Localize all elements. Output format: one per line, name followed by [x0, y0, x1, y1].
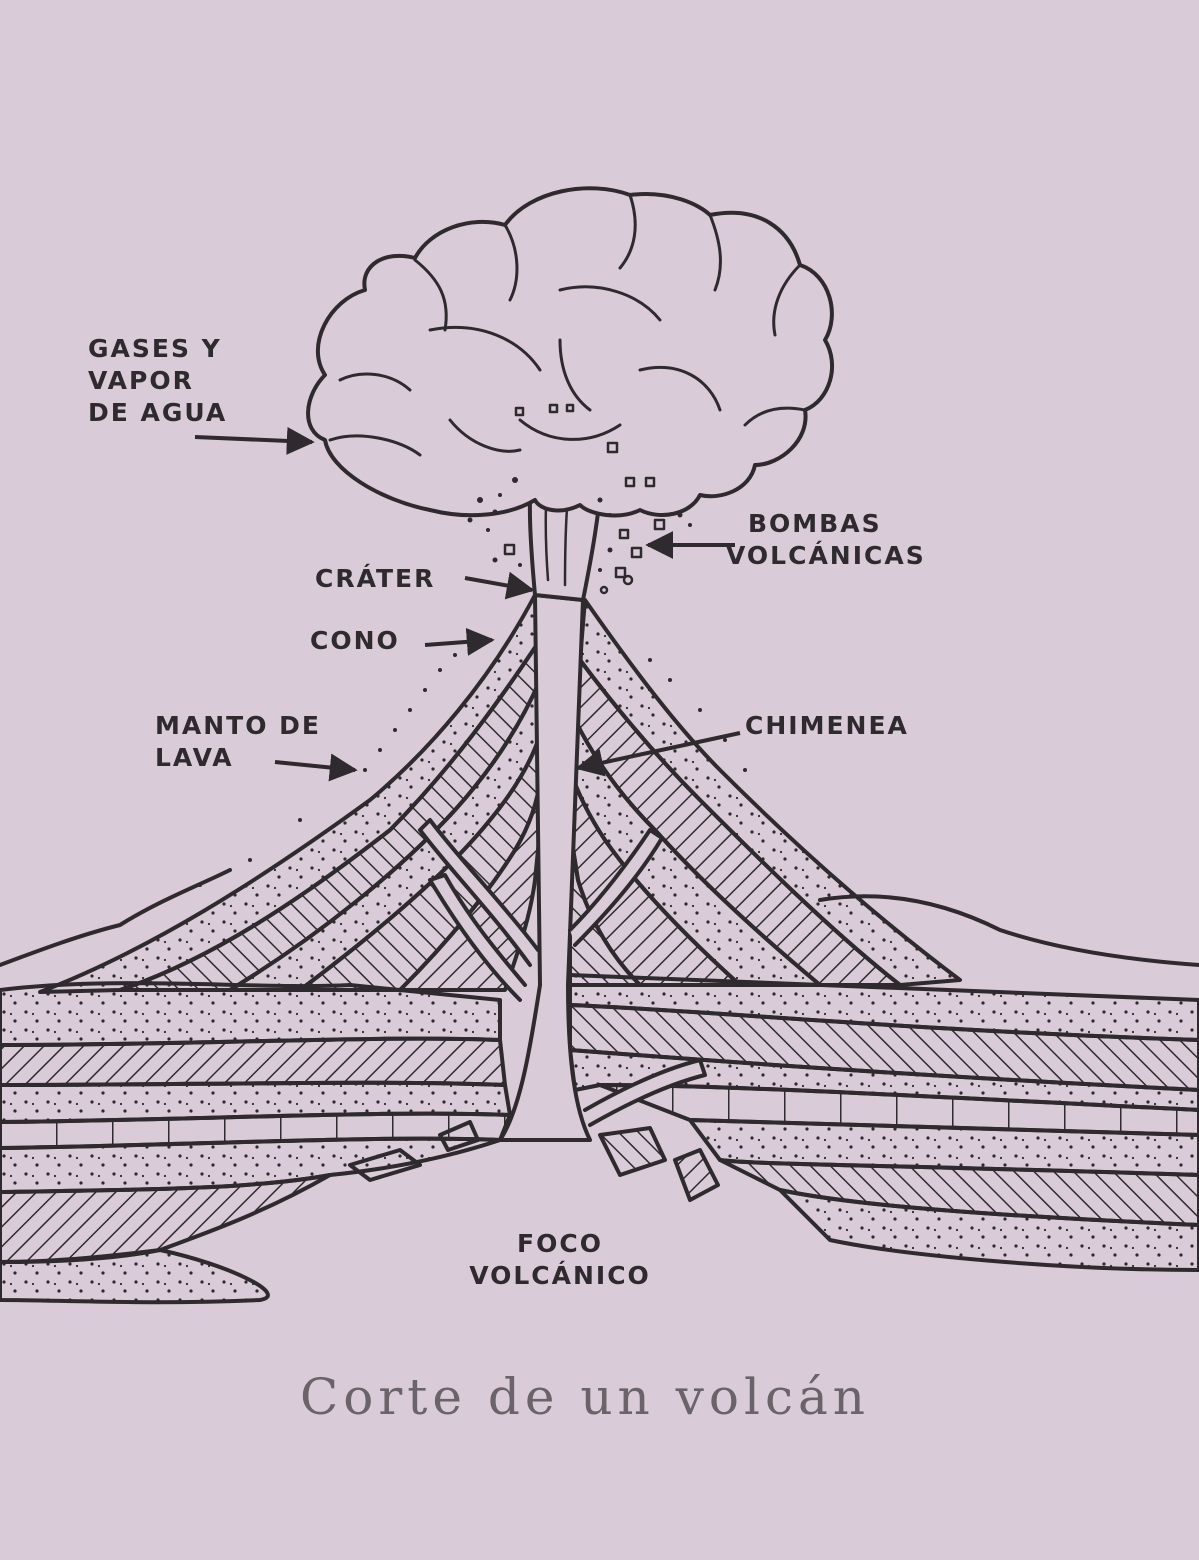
label-bombas-line-1: BOMBAS: [748, 509, 882, 538]
chimney: [498, 593, 592, 1142]
arrow-gases: [194, 426, 315, 455]
stratum-left-2: [0, 1036, 507, 1087]
cloud-curl-4: [503, 223, 519, 302]
label-chimenea: CHIMENEA: [745, 711, 909, 740]
branch-right-lower: [583, 1058, 707, 1127]
cloud-curl-11: [518, 418, 622, 441]
arrow-cono: [424, 627, 495, 656]
label-bombas: BOMBAS VOLCÁNICAS: [726, 508, 926, 572]
label-gases-line-3: DE AGUA: [88, 398, 228, 427]
label-gases-line-1: GASES Y: [88, 334, 222, 363]
ash-particles: [198, 477, 747, 887]
cone-left-hatch-3: [398, 778, 542, 992]
ash-cloud: [306, 186, 835, 518]
label-cono: CONO: [310, 626, 400, 655]
label-foco-line-1: FOCO: [517, 1229, 603, 1258]
cloud-curl-9: [428, 325, 542, 372]
label-foco: FOCO VOLCÁNICO: [430, 1228, 690, 1292]
stratum-right-7: [778, 1188, 1199, 1272]
arrow-crater: [464, 571, 535, 600]
figure-caption: Corte de un volcán: [300, 1368, 870, 1426]
cloud-curl-13: [448, 418, 522, 453]
cloud-curl-2: [328, 434, 422, 457]
label-gases-line-2: VAPOR: [88, 366, 194, 395]
rock-block-2: [598, 1126, 667, 1177]
arrow-chimenea: [575, 731, 741, 777]
arrow-manto: [274, 753, 358, 782]
label-manto-line-1: MANTO DE: [155, 711, 321, 740]
cloud-curl-12: [638, 365, 722, 412]
stratum-left-7: [0, 1248, 270, 1305]
cloud-curl-7: [772, 263, 802, 337]
rock-block-1: [438, 1120, 480, 1152]
label-manto-line-2: LAVA: [155, 743, 234, 772]
label-arrows: [194, 426, 741, 782]
rock-block-4: [348, 1148, 422, 1182]
cone-right-hatch-3: [568, 828, 642, 987]
cloud-curl-3: [413, 258, 448, 332]
cloud-curl-10: [558, 285, 662, 322]
branch-right: [568, 828, 664, 947]
cloud-curl-5: [618, 193, 637, 270]
cloud-curl-8: [743, 406, 807, 427]
label-manto: MANTO DE LAVA: [155, 710, 321, 774]
cloud-curl-14: [558, 338, 592, 412]
branch-left-lower: [428, 873, 527, 1002]
label-gases: GASES Y VAPOR DE AGUA: [88, 333, 227, 429]
cloud-curl-1: [338, 372, 412, 392]
rock-block-3: [673, 1148, 720, 1202]
label-bombas-line-2: VOLCÁNICAS: [726, 541, 926, 570]
label-foco-line-2: VOLCÁNICO: [469, 1261, 651, 1290]
branch-left-upper: [418, 818, 540, 967]
volcanic-bombs: [503, 403, 666, 595]
cloud-curl-6: [708, 213, 722, 292]
label-crater: CRÁTER: [315, 564, 436, 593]
ground-right: [818, 894, 1199, 967]
